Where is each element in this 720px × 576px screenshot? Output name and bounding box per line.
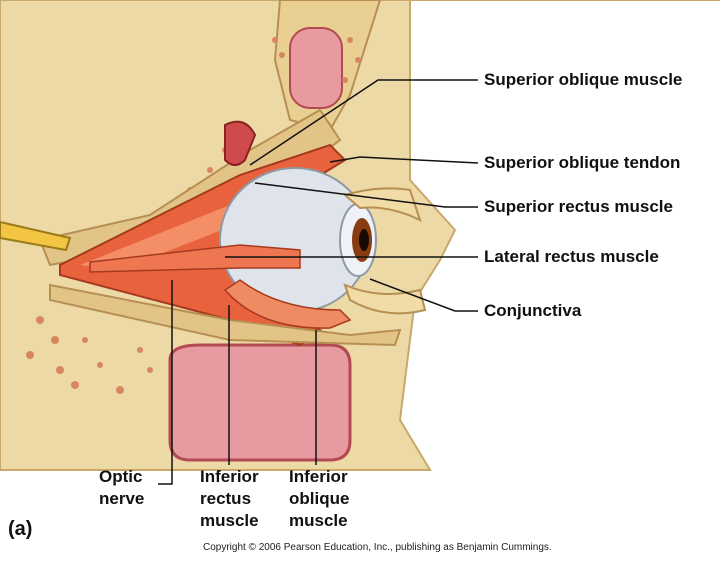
leader-superior-oblique-muscle [249, 79, 478, 166]
label-inferior-rectus-line-3: muscle [200, 511, 259, 530]
label-optic-nerve: Optic nerve [99, 466, 144, 510]
label-lateral-rectus-muscle: Lateral rectus muscle [484, 247, 659, 266]
trochlea [224, 120, 257, 166]
label-optic-nerve-line-1: Optic [99, 467, 143, 486]
lower-eyelid [343, 283, 427, 315]
copyright-notice: Copyright © 2006 Pearson Education, Inc.… [203, 542, 552, 553]
leader-optic-nerve [158, 280, 173, 485]
panel-letter: (a) [8, 518, 33, 540]
leader-conjunctiva [369, 278, 478, 312]
orbit-floor [49, 283, 402, 347]
lateral-rectus [89, 244, 301, 273]
inferior-oblique [223, 279, 352, 329]
label-inferior-rectus-line-1: Inferior [200, 467, 259, 486]
label-superior-oblique-tendon: Superior oblique tendon [484, 153, 681, 172]
label-superior-oblique-muscle: Superior oblique muscle [484, 70, 683, 89]
label-inferior-oblique-muscle: Inferior oblique muscle [289, 466, 349, 532]
label-inferior-oblique-line-2: oblique [289, 489, 350, 508]
label-conjunctiva: Conjunctiva [484, 301, 582, 320]
label-inferior-rectus-muscle: Inferior rectus muscle [200, 466, 259, 532]
label-superior-rectus-muscle: Superior rectus muscle [484, 197, 673, 216]
frontal-sinus [289, 27, 343, 109]
label-inferior-oblique-line-1: Inferior [289, 467, 348, 486]
optic-nerve-stub [0, 220, 72, 252]
pupil [359, 229, 369, 251]
label-inferior-rectus-line-2: rectus [200, 489, 252, 508]
label-optic-nerve-line-2: nerve [99, 489, 145, 508]
label-inferior-oblique-line-3: muscle [289, 511, 348, 530]
maxillary-sinus [168, 343, 352, 462]
muscle-highlight [80, 205, 260, 270]
leader-lines [158, 79, 479, 485]
leader-superior-oblique-tendon [329, 156, 479, 164]
leader-superior-rectus-muscle [254, 182, 478, 208]
